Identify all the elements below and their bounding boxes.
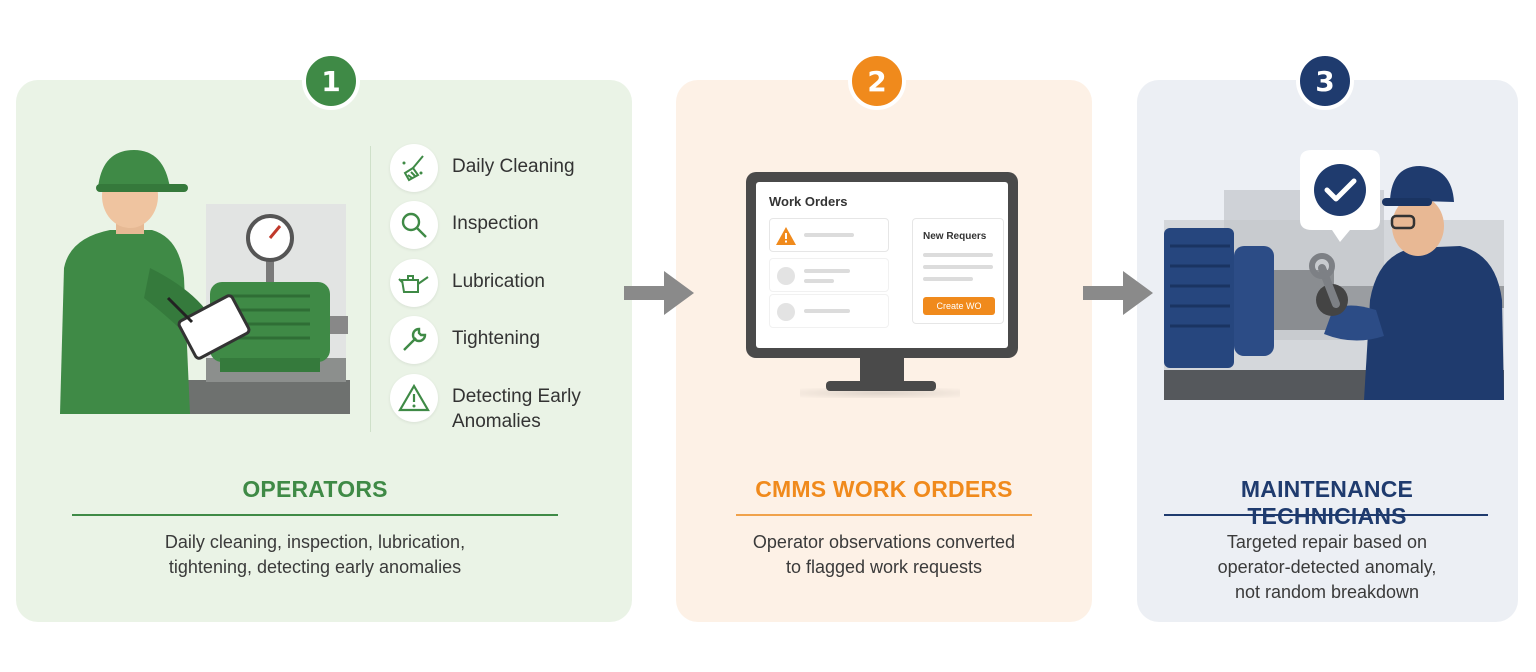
new-request-card: New Requers Create WO [912,218,1004,324]
task-label: Tightening [452,328,541,349]
step-description-operators: Daily cleaning, inspection, lubrication,… [164,532,466,577]
request-title: New Requers [923,231,987,242]
warning-icon [776,227,796,245]
broom-icon [390,144,438,192]
step-badge-1: 1 [302,52,360,110]
list-item [769,294,889,328]
title-underline [1164,514,1488,516]
task-tightening: Tightening [390,316,602,364]
step-description-technicians: Targeted repair based on operator-detect… [1217,532,1437,602]
create-wo-button[interactable]: Create WO [923,297,995,315]
divider [370,146,371,432]
task-daily-cleaning: Daily Cleaning [390,144,602,192]
arrow-right-icon [1083,271,1153,315]
title-underline [736,514,1032,516]
cmms-screen: Work Orders New Requers Create WO [756,182,1008,348]
cmms-monitor: Work Orders New Requers Create WO [746,172,1018,358]
step-title-technicians: MAINTENANCE TECHNICIANS [1240,476,1414,529]
task-inspection: Inspection [390,201,602,249]
monitor-base [826,381,936,391]
task-detecting-anomalies: Detecting Early Anomalies [390,374,602,434]
oil-can-icon [390,259,438,307]
task-label: Lubrication [452,271,545,292]
task-label: Daily Cleaning [452,156,575,177]
step-title-operators: OPERATORS [242,476,388,502]
operator-illustration [60,150,350,414]
list-item [769,218,889,252]
step-description-cmms: Operator observations converted to flagg… [752,532,1016,577]
task-lubrication: Lubrication [390,259,602,307]
list-item [769,258,889,292]
arrow-right-icon [624,271,694,315]
wrench-icon [390,316,438,364]
task-label: Inspection [452,213,539,234]
magnifier-icon [390,201,438,249]
technician-illustration [1164,150,1504,400]
title-underline [72,514,558,516]
step-title-cmms: CMMS WORK ORDERS [755,476,1013,502]
warning-triangle-icon [390,374,438,422]
task-label: Detecting Early Anomalies [452,386,581,432]
step-badge-3: 3 [1296,52,1354,110]
screen-title: Work Orders [769,194,848,209]
monitor-stand [860,358,904,382]
step-badge-2: 2 [848,52,906,110]
